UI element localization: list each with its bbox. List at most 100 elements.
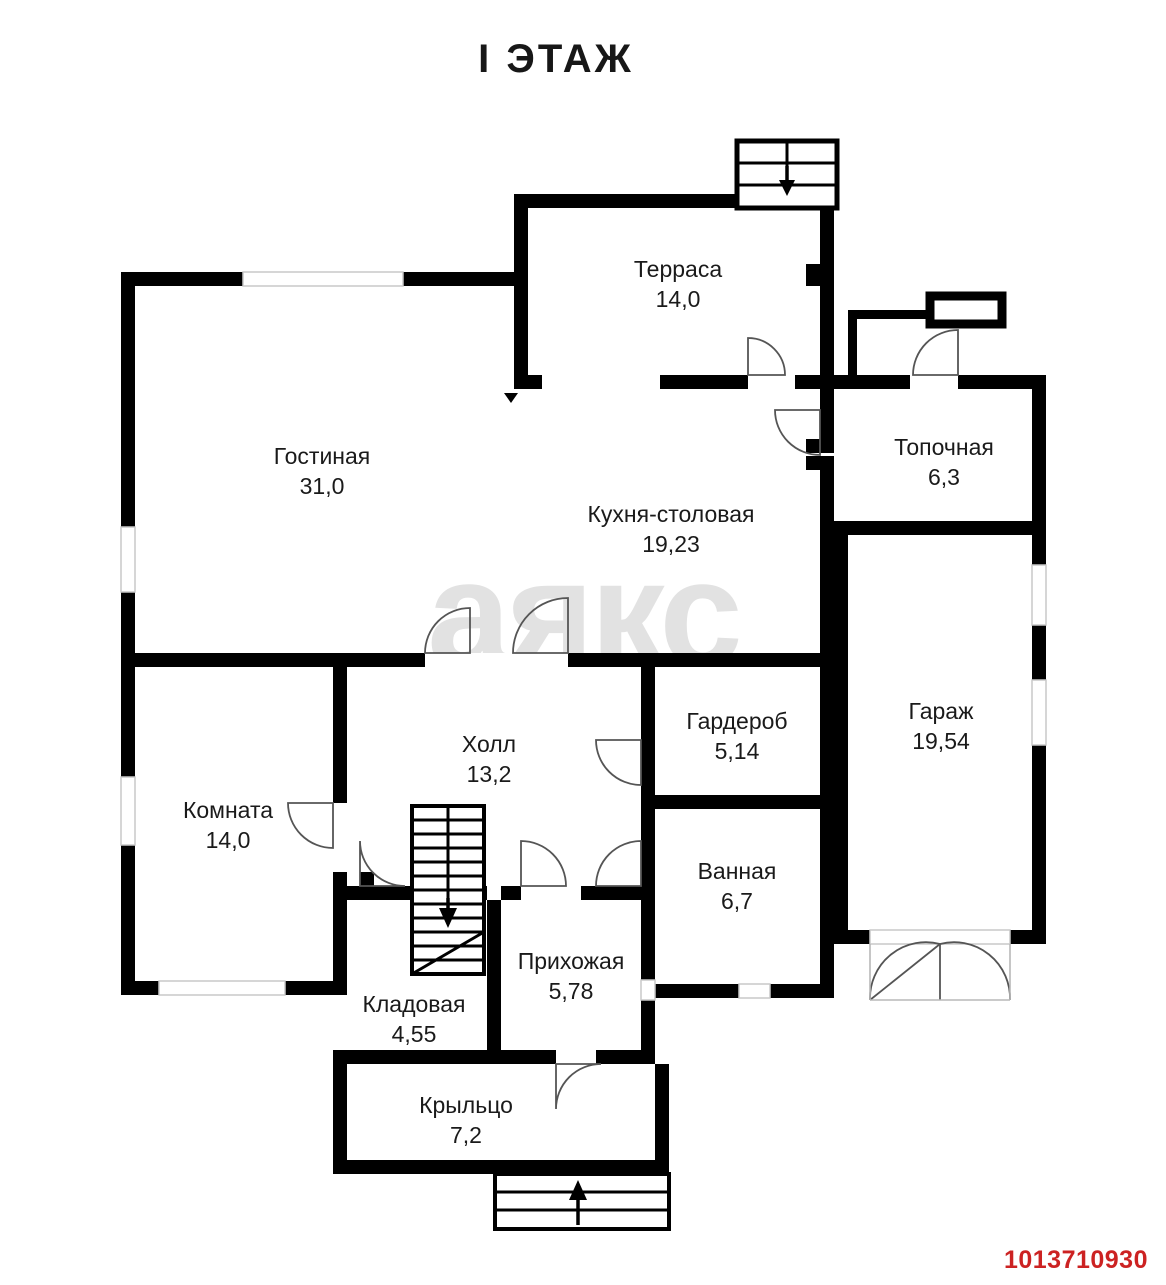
room-area-porch: 7,2 (450, 1122, 482, 1148)
room-name-kitchen: Кухня-столовая (588, 501, 755, 527)
wall-porch-left (333, 1064, 347, 1174)
boiler-outer-door (912, 329, 959, 376)
garage-door (869, 941, 1011, 1001)
wall-living-left-c (121, 592, 135, 667)
room-label-terrace: Терраса 14,0 (634, 256, 722, 312)
wall-pantry-jamb (360, 872, 374, 886)
room-door (287, 802, 334, 849)
porch-door (555, 1063, 602, 1110)
wall-boiler-stoop-left (848, 310, 857, 380)
room-area-bathroom: 6,7 (721, 888, 753, 914)
wall-boiler-top-b (958, 375, 978, 389)
wall-living-top-b (403, 272, 514, 286)
wall-room-left-a (121, 667, 135, 777)
room-label-boiler: Топочная 6,3 (894, 434, 994, 490)
wall-porch-top-b (596, 1050, 610, 1064)
room-area-pantry: 4,55 (392, 1021, 437, 1047)
room-area-garage: 19,54 (912, 728, 970, 754)
room-labels: Терраса 14,0 Гостиная 31,0 Кухня-столова… (183, 256, 994, 1148)
wall-bathroom-bottom-b (770, 984, 834, 998)
bathroom-door (595, 840, 642, 887)
hall-entry-door (520, 840, 567, 887)
wall-boiler-top-a (834, 375, 910, 389)
window-garage-right-bottom (1031, 679, 1047, 746)
wall-terrace-right-notch (806, 264, 834, 286)
wall-boiler-top-c (978, 375, 1046, 389)
room-label-porch: Крыльцо 7,2 (419, 1092, 513, 1148)
wall-pantry-bottom-b (610, 1050, 655, 1064)
wall-kitchen-right-a (820, 389, 834, 439)
wall-boiler-right (1032, 375, 1046, 535)
room-name-wardrobe: Гардероб (686, 708, 787, 734)
wall-hall-right-b (641, 838, 655, 998)
wall-room-right-b (333, 872, 347, 995)
wall-bath-right-a (820, 670, 834, 795)
window-living-top (242, 271, 404, 287)
room-area-terrace: 14,0 (656, 286, 701, 312)
terrace-door (747, 337, 786, 376)
wall-garage-right-a (1032, 535, 1046, 565)
room-label-garage: Гараж 19,54 (909, 698, 975, 754)
room-name-boiler: Топочная (894, 434, 994, 460)
wall-mid-horizontal-b (411, 653, 425, 667)
terrace-stairs (734, 138, 840, 211)
wall-room-right-a (333, 667, 347, 795)
room-label-bathroom: Ванная 6,7 (698, 858, 777, 914)
room-area-living: 31,0 (300, 473, 345, 499)
room-area-boiler: 6,3 (928, 464, 960, 490)
window-bathroom (738, 983, 771, 999)
room-name-bathroom: Ванная (698, 858, 777, 884)
wardrobe-door (595, 739, 642, 786)
wall-terrace-right-lower (820, 286, 834, 386)
wall-hall-right-a (641, 667, 655, 822)
wall-mid-horizontal-a (121, 653, 411, 667)
wall-boiler-stoop-top (848, 310, 930, 319)
wall-room-bottom-b (285, 981, 333, 995)
hall-kitchen-door (512, 597, 569, 654)
kitchen-boiler-door (774, 409, 821, 456)
window-living-left (120, 526, 136, 593)
room-name-porch: Крыльцо (419, 1092, 513, 1118)
room-area-entry-hall: 5,78 (549, 978, 594, 1004)
room-label-entry-hall: Прихожая 5,78 (518, 948, 625, 1004)
wall-garage-right-b (1032, 625, 1046, 680)
room-label-living: Гостиная 31,0 (274, 443, 371, 499)
wall-terrace-right-upper (820, 194, 834, 264)
window-room-left (120, 776, 136, 846)
room-label-kitchen: Кухня-столовая 19,23 (588, 501, 755, 557)
room-area-room: 14,0 (206, 827, 251, 853)
door-swings (287, 329, 1011, 1110)
room-label-pantry: Кладовая 4,55 (362, 991, 465, 1047)
wall-terrace-bottom-a (528, 375, 542, 389)
wall-boiler-bottom (834, 521, 1046, 535)
room-name-entry-hall: Прихожая (518, 948, 625, 974)
wall-hall-right-jamb (641, 822, 655, 838)
wall-wardrobe-bottom (655, 795, 834, 809)
room-area-hall: 13,2 (467, 761, 512, 787)
entry-direction-marker (504, 393, 518, 403)
wall-garage-right-c (1032, 745, 1046, 930)
room-area-wardrobe: 5,14 (715, 738, 760, 764)
wall-bath-right-b (820, 809, 834, 998)
room-name-hall: Холл (462, 731, 516, 757)
wall-living-top-a (121, 272, 243, 286)
wall-mid-horizontal-c (568, 653, 834, 667)
window-room-bottom (158, 980, 286, 996)
wall-garage-bottom-b (1010, 930, 1046, 944)
room-area-kitchen: 19,23 (642, 531, 700, 557)
window-garage-right-top (1031, 564, 1047, 626)
wall-entry-right-a (641, 998, 655, 1050)
wall-living-left-b (121, 392, 135, 527)
listing-id: 1013710930 (1004, 1246, 1148, 1274)
room-name-terrace: Терраса (634, 256, 722, 282)
wall-kitchen-door-jamb-bottom (806, 456, 834, 470)
wall-terrace-left (514, 194, 528, 389)
room-label-wardrobe: Гардероб 5,14 (686, 708, 787, 764)
wall-structure (120, 194, 1047, 1174)
room-name-garage: Гараж (909, 698, 975, 724)
wall-garage-bottom-a (834, 930, 870, 944)
wall-terrace-bottom-c (795, 375, 834, 389)
room-name-living: Гостиная (274, 443, 371, 469)
